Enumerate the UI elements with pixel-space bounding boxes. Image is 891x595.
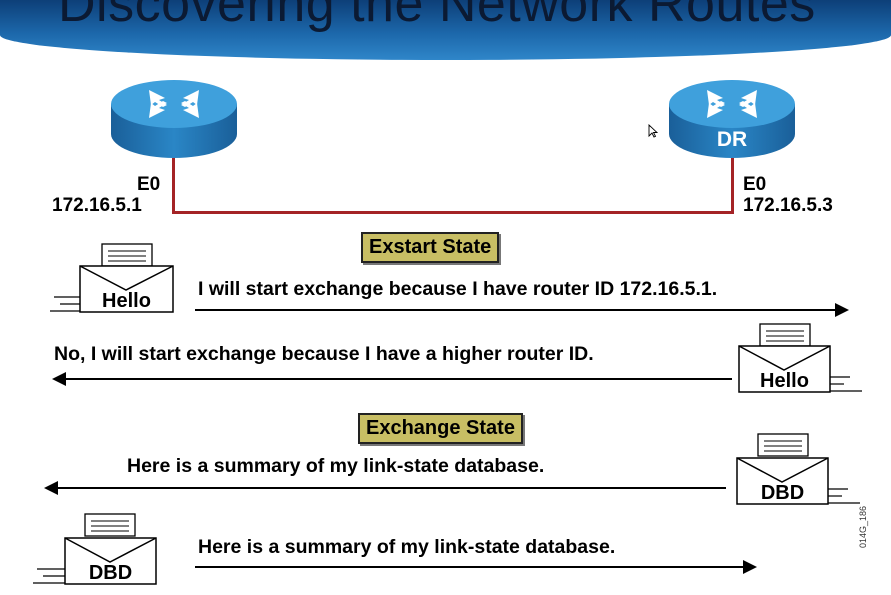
link-drop-right bbox=[731, 158, 734, 214]
envelope-icon bbox=[738, 323, 862, 393]
router-right: DR bbox=[667, 78, 797, 160]
message-2: No, I will start exchange because I have… bbox=[54, 343, 594, 365]
router-icon bbox=[111, 80, 237, 158]
arrow-right-4 bbox=[195, 560, 757, 574]
router-right-ip: 172.16.5.3 bbox=[743, 195, 833, 216]
packet-label: Hello bbox=[102, 290, 151, 312]
state-label-exchange: Exchange State bbox=[358, 413, 523, 444]
figure-id: 014G_186 bbox=[858, 505, 868, 548]
envelope-icon bbox=[50, 243, 174, 313]
packet-hello-left: Hello bbox=[50, 242, 176, 314]
packet-label: DBD bbox=[88, 562, 133, 584]
packet-dbd-left: DBD bbox=[33, 512, 159, 586]
router-right-port: E0 bbox=[743, 174, 767, 195]
arrow-left-3 bbox=[44, 481, 726, 495]
envelope-icon bbox=[33, 513, 157, 585]
router-icon bbox=[669, 80, 795, 158]
router-left-port: E0 bbox=[137, 174, 161, 195]
link-drop-left bbox=[172, 158, 175, 214]
packet-dbd-right: DBD bbox=[736, 432, 862, 506]
message-3: Here is a summary of my link-state datab… bbox=[127, 455, 545, 477]
router-left bbox=[109, 78, 239, 160]
mouse-cursor-icon bbox=[648, 123, 659, 143]
envelope-icon bbox=[736, 433, 860, 505]
message-1: I will start exchange because I have rou… bbox=[198, 278, 718, 300]
slide-title: Discovering the Network Routes bbox=[58, 0, 816, 33]
packet-label: DBD bbox=[760, 482, 805, 504]
message-4: Here is a summary of my link-state datab… bbox=[198, 536, 616, 558]
packet-hello-right: Hello bbox=[738, 322, 864, 394]
arrow-right-1 bbox=[195, 303, 849, 317]
title-banner: Discovering the Network Routes bbox=[0, 0, 891, 60]
state-label-exstart: Exstart State bbox=[361, 232, 500, 263]
router-right-label: DR bbox=[716, 128, 748, 151]
router-left-ip: 172.16.5.1 bbox=[52, 195, 142, 216]
arrow-left-2 bbox=[52, 372, 732, 386]
packet-label: Hello bbox=[760, 370, 809, 392]
ethernet-link bbox=[172, 211, 734, 214]
